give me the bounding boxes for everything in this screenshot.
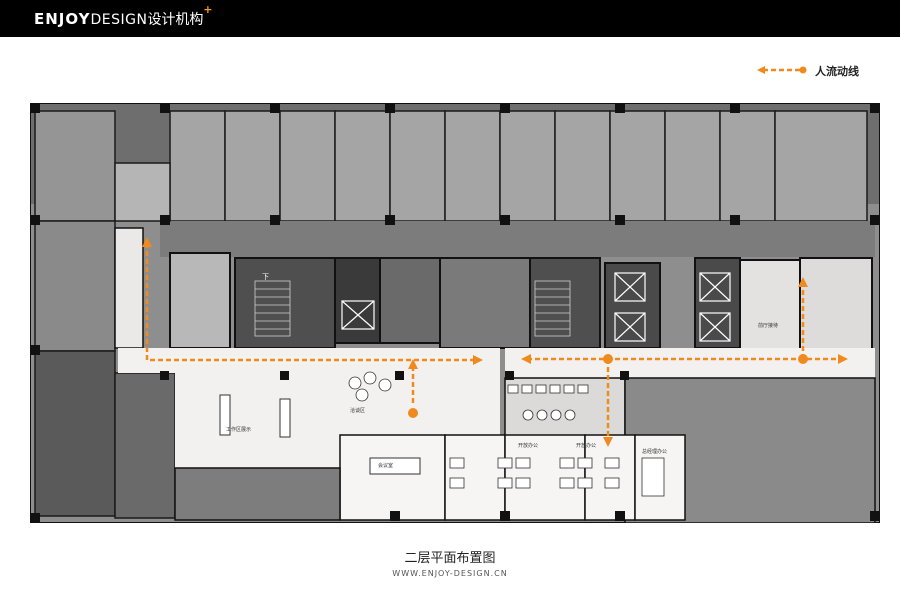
lower-offices xyxy=(339,434,686,521)
floor-plan: 下 xyxy=(30,103,880,523)
room-label-meeting: 会议室 xyxy=(378,462,393,469)
public-floor xyxy=(118,348,875,468)
room-label-reception: 前厅接待 xyxy=(758,322,778,329)
plan-title: 二层平面布置图 xyxy=(404,551,496,566)
building-core xyxy=(169,252,873,354)
stair-mark: 下 xyxy=(262,273,269,281)
room-label-lounge: 洽谈区 xyxy=(350,407,365,414)
brand-part3: 设计机构 xyxy=(147,12,204,28)
legend-label: 人流动线 xyxy=(815,65,859,78)
brand-part2: DESIGN xyxy=(90,12,148,28)
header-bar: ENJOYDESIGN设计机构 + xyxy=(0,0,900,37)
brand-part1: ENJOY xyxy=(34,10,91,28)
room-label-open-office-2: 开放办公 xyxy=(576,442,596,449)
room-label-display: 工作区展示 xyxy=(226,426,251,433)
website-url[interactable]: WWW.ENJOY-DESIGN.CN xyxy=(392,569,508,578)
brand-logo[interactable]: ENJOYDESIGN设计机构 + xyxy=(34,3,212,29)
room-label-gm-office: 总经理办公 xyxy=(642,448,667,455)
perimeter-offices xyxy=(169,110,868,222)
room-label-open-office-1: 开放办公 xyxy=(518,442,538,449)
flow-path xyxy=(145,243,842,441)
flow-line-legend-icon xyxy=(757,66,807,74)
brand-plus-icon: + xyxy=(203,3,213,16)
legend: 人流动线 xyxy=(757,63,877,79)
structural-columns xyxy=(30,103,880,523)
